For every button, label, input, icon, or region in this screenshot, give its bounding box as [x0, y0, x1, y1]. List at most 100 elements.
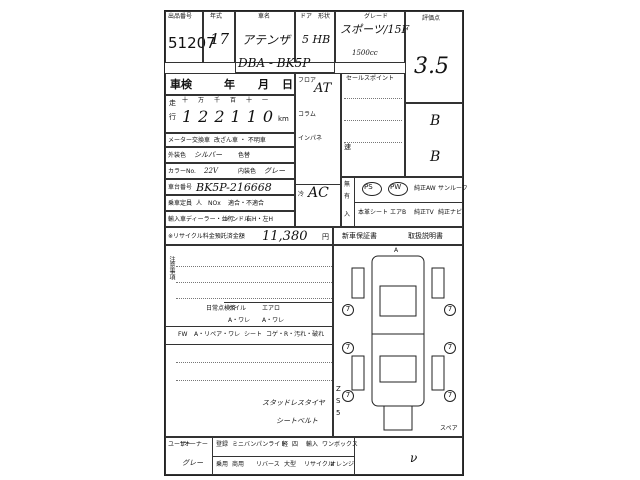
- damage-mark-text: 7: [345, 391, 351, 399]
- mileage-unit: km: [278, 115, 289, 123]
- cargo-label: オレンジ: [330, 461, 355, 468]
- recycle-label: ※リサイクル料金預託済金額: [168, 233, 245, 240]
- nox-label: NOx: [208, 200, 221, 207]
- trim-color-value: グレー: [264, 167, 285, 175]
- damage-mark-text: 7: [447, 391, 453, 399]
- wheel-label: ホイル: [228, 305, 247, 312]
- aero-label: エアロ: [262, 305, 281, 312]
- side-letter: S: [336, 397, 341, 405]
- mileage-label-top: 走: [169, 99, 176, 107]
- score-box: 評価点 3.5: [405, 11, 463, 103]
- year-box: 年式 17: [203, 11, 235, 63]
- trim-color-label: 内装色: [238, 168, 257, 175]
- grade-mark: グレー: [182, 459, 203, 467]
- inspection-month-unit: 月: [258, 78, 269, 91]
- mileage-label-bottom: 行: [169, 113, 176, 121]
- damage-mark: 7: [444, 342, 456, 354]
- digit-header: 十: [182, 97, 189, 104]
- footer-row: ユーザー 1オーナー 登録 ミニバン パンライト 軽 四 輸入 ワンボックス 乗…: [165, 437, 463, 475]
- category-label: 輸入: [306, 441, 319, 448]
- digit-header: 十: [246, 97, 253, 104]
- damage-mark-text: 7: [345, 305, 351, 313]
- seat-label: シート: [244, 331, 263, 338]
- cargo-label: 大型: [284, 461, 297, 468]
- doors-label: ドア: [300, 13, 313, 20]
- model-value: アテンザ: [242, 33, 291, 47]
- chassis-value: BK5P-216668: [196, 181, 272, 194]
- drive-value: A・リペア・ワレ: [194, 331, 241, 338]
- category-label: ワンボックス: [322, 441, 358, 448]
- year-label: 年式: [210, 13, 223, 20]
- body-value: 5 HB: [302, 33, 331, 46]
- cargo-label: 乗用: [216, 461, 229, 468]
- front-label: A: [394, 247, 399, 254]
- option-alloy: 純正AW: [414, 185, 436, 192]
- digit-header: 千: [214, 97, 221, 104]
- digit-header: 百: [230, 97, 237, 104]
- equipment-column: フロア AT コラム インパネ 冷 AC: [295, 73, 341, 227]
- grade-value: スポーツ/15F: [340, 23, 410, 36]
- sales-points-label: セールスポイント: [346, 75, 395, 82]
- cargo-label: リサイクル: [304, 461, 334, 468]
- check-note: 日常点検済: [206, 305, 237, 312]
- spare-label: スペア: [440, 425, 458, 432]
- exterior-color-label: 外装色: [168, 152, 187, 159]
- option-circle: [362, 182, 382, 196]
- capacity-row: 乗車定員 人 NOx 適合・不適合: [165, 195, 295, 211]
- damage-mark: 7: [444, 390, 456, 402]
- recycle-unit: 円: [322, 233, 329, 241]
- car-diagram: A 7 7 7 7 7 7 Z S 5 スペア: [333, 245, 463, 437]
- warranty-label: 新車保証書: [342, 232, 377, 240]
- manual-label: 取扱説明書: [408, 232, 443, 240]
- dealer-label: ディーラー・並行: [186, 216, 234, 223]
- inspection-row: 車検 年 月 日: [165, 73, 295, 95]
- damage-mark-text: 7: [447, 343, 453, 351]
- color-change-label: 色替: [238, 152, 251, 159]
- category-label: パンライト: [256, 441, 287, 448]
- mark-have: 有: [344, 193, 351, 200]
- option-navi: 純正ナビ: [438, 209, 463, 216]
- import-label: 輸入車: [168, 216, 187, 223]
- digit-header: 万: [198, 97, 205, 104]
- category-label: ミニバン: [232, 441, 257, 448]
- documents-row: 新車保証書 取扱説明書: [333, 227, 463, 245]
- sales-points-box: セールスポイント 速: [341, 73, 405, 177]
- b-mark: B: [430, 113, 441, 129]
- grade-label: グレード: [364, 13, 389, 20]
- transmission-mark: 速: [344, 143, 351, 151]
- chassis-code: DBA - BK5P: [238, 56, 311, 70]
- cargo-label: 商用: [232, 461, 245, 468]
- drive-label: FW: [178, 331, 188, 338]
- capacity-unit: 人: [196, 200, 203, 207]
- option-airbag: エアB: [390, 209, 407, 216]
- aero-value: A・ワレ: [262, 317, 285, 324]
- handwritten-note: シートベルト: [276, 417, 318, 425]
- footer-check: ν: [410, 451, 418, 465]
- import-row: 輸入車 ディーラー・並行 ハンドル 右H・左H: [165, 211, 295, 227]
- shift-label: フロア: [298, 77, 317, 84]
- panel-label: インパネ: [298, 135, 323, 142]
- damage-mark: 7: [342, 342, 354, 354]
- side-letter: Z: [336, 385, 341, 393]
- notes-area: 注意事項 日常点検済 ホイル エアロ A・ワレ A・ワレ FW A・リペア・ワレ…: [165, 245, 333, 437]
- mileage-digit-headers: 十 万 千 百 十 一: [180, 98, 272, 106]
- exterior-color-value: シルバー: [194, 151, 222, 159]
- inspection-day-unit: 日: [282, 78, 293, 91]
- handle-label: ハンドル: [226, 216, 251, 223]
- meter-exchange-label: メーター交換車: [168, 137, 211, 144]
- aircon-label: 冷: [298, 191, 305, 198]
- shift-value: AT: [314, 81, 332, 96]
- notes-title: 注意事項: [168, 256, 175, 280]
- damage-mark-text: 7: [447, 305, 453, 313]
- color-number-label: カラーNo.: [168, 168, 196, 175]
- model-label: 車名: [258, 13, 271, 20]
- recycle-row: ※リサイクル料金預託済金額 11,380 円: [165, 227, 333, 245]
- score-label: 評価点: [422, 15, 441, 22]
- body-label: 形状: [318, 13, 331, 20]
- chassis-row: 車台番号 BK5P-216668: [165, 179, 295, 195]
- meter-exchange-row: メーター交換車 改ざん車 ・ 不明車: [165, 133, 295, 147]
- option-tv: 純正TV: [414, 209, 434, 216]
- displacement: 1500cc: [352, 49, 378, 57]
- cargo-label: リバース: [256, 461, 280, 468]
- option-sunroof: サンルーフ: [438, 185, 468, 192]
